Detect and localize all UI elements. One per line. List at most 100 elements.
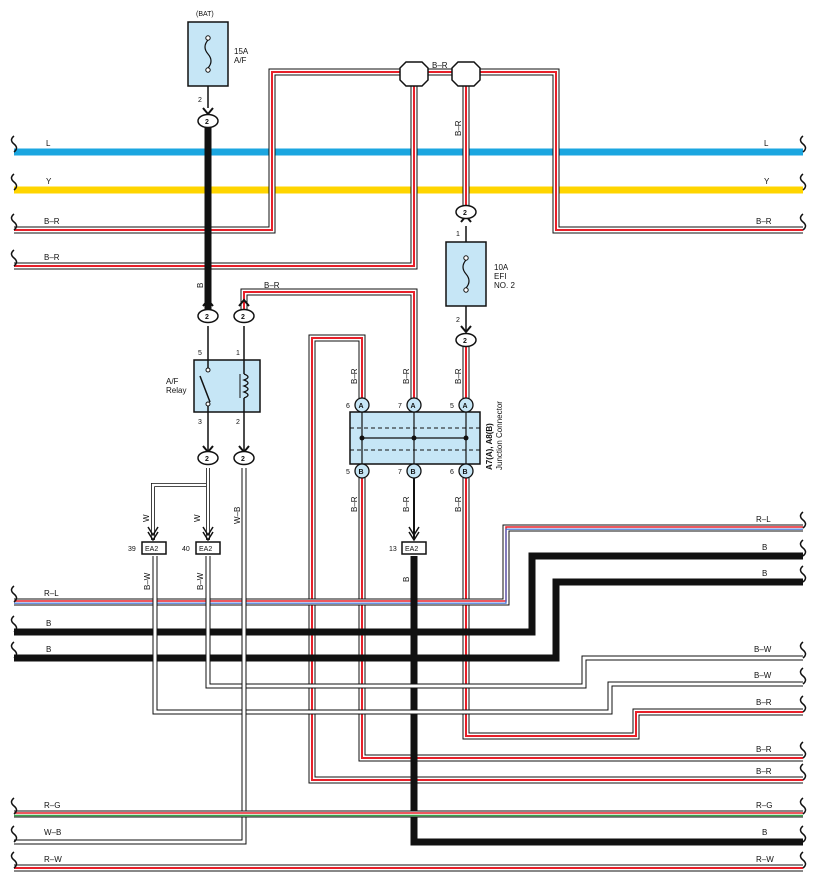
connector-oval-6: 2 bbox=[455, 204, 477, 223]
wire-br-relay bbox=[240, 288, 418, 400]
fuse-efi bbox=[445, 226, 487, 332]
label-left-y: Y bbox=[46, 177, 52, 186]
relay-name: A/F bbox=[166, 377, 179, 386]
af-relay bbox=[193, 326, 261, 452]
fuse-efi-name: EFI bbox=[494, 272, 506, 281]
fuse-af-name: A/F bbox=[234, 56, 247, 65]
fuse-efi-name2: NO. 2 bbox=[494, 281, 515, 290]
svg-text:2: 2 bbox=[241, 314, 245, 321]
label-br-jc2: B–R bbox=[402, 368, 411, 384]
wire-b-ea2 bbox=[410, 556, 803, 846]
connector-oval-7: 2 bbox=[455, 325, 477, 348]
ea2-pin-39: 39 bbox=[128, 546, 136, 553]
label-b-ea: B bbox=[402, 577, 411, 582]
connector-oval-5: 2 bbox=[233, 445, 255, 466]
label-w2: W bbox=[193, 514, 202, 522]
label-right-bw1: B–W bbox=[754, 645, 772, 654]
svg-text:A: A bbox=[359, 403, 364, 410]
wire-br-2 bbox=[14, 72, 418, 270]
wire-bw-2 bbox=[205, 556, 803, 689]
label-br-jc6: B–R bbox=[454, 496, 463, 512]
jc-bottom-pin-7: 7 bbox=[398, 469, 402, 476]
relay-pin5: 5 bbox=[198, 350, 202, 357]
wire-wb bbox=[14, 468, 247, 845]
label-right-rw: R–W bbox=[756, 855, 774, 864]
label-bw2: B–W bbox=[196, 572, 205, 590]
ea2-pin-40: 40 bbox=[182, 546, 190, 553]
svg-text:2: 2 bbox=[241, 456, 245, 463]
jc-bottom-pin-6: 6 bbox=[450, 469, 454, 476]
svg-text:2: 2 bbox=[463, 338, 467, 345]
fuse-af-pin: 2 bbox=[198, 97, 202, 104]
label-br-vert: B–R bbox=[454, 120, 463, 136]
label-left-rw: R–W bbox=[44, 855, 62, 864]
connector-oval-1: 2 bbox=[197, 107, 219, 129]
connector-oval-3: 2 bbox=[233, 298, 255, 324]
relay-pin1: 1 bbox=[236, 350, 240, 357]
label-right-rg: R–G bbox=[756, 801, 772, 810]
relay-pin2: 2 bbox=[236, 419, 240, 426]
label-right-bw2: B–W bbox=[754, 671, 772, 680]
label-left-l: L bbox=[46, 139, 51, 148]
wire-b-2 bbox=[14, 578, 803, 662]
svg-text:2: 2 bbox=[205, 456, 209, 463]
connector-oval-4: 2 bbox=[197, 445, 219, 466]
junction-name: A7(A), A8(B) bbox=[485, 423, 494, 470]
svg-text:B: B bbox=[411, 469, 416, 476]
svg-text:EA2: EA2 bbox=[145, 546, 158, 553]
svg-text:2: 2 bbox=[205, 119, 209, 126]
svg-text:A: A bbox=[411, 403, 416, 410]
label-br-jc1: B–R bbox=[350, 368, 359, 384]
jc-top-pin-6: 6 bbox=[346, 403, 350, 410]
ea2-connector-39: EA2 bbox=[141, 526, 167, 555]
label-br-top: B–R bbox=[432, 61, 448, 70]
label-br-relay: B–R bbox=[264, 281, 280, 290]
label-right-l: L bbox=[764, 139, 769, 148]
label-br-jc4: B–R bbox=[350, 496, 359, 512]
wire-br-b6 bbox=[462, 476, 803, 740]
svg-text:A: A bbox=[463, 403, 468, 410]
label-right-b2: B bbox=[762, 569, 767, 578]
label-left-br2: B–R bbox=[44, 253, 60, 262]
label-br-jc5: B–R bbox=[402, 496, 411, 512]
label-b-vert: B bbox=[196, 283, 205, 288]
ea2-connector-40: EA2 bbox=[195, 526, 221, 555]
fuse-efi-pin-bottom: 2 bbox=[456, 317, 460, 324]
label-right-b1: B bbox=[762, 543, 767, 552]
wire-w bbox=[151, 468, 210, 540]
label-left-rg: R–G bbox=[44, 801, 60, 810]
label-left-b2: B bbox=[46, 645, 51, 654]
junction-name2: Junction Connector bbox=[495, 401, 504, 470]
fuse-af bbox=[187, 21, 229, 108]
relay-pin3: 3 bbox=[198, 419, 202, 426]
fuse-efi-rating: 10A bbox=[494, 263, 509, 272]
svg-text:B: B bbox=[463, 469, 468, 476]
label-right-br4: B–R bbox=[756, 767, 772, 776]
label-right-br3: B–R bbox=[756, 745, 772, 754]
splice-point-2 bbox=[451, 61, 481, 87]
label-left-b1: B bbox=[46, 619, 51, 628]
label-left-wb: W–B bbox=[44, 828, 61, 837]
label-bw1: B–W bbox=[143, 572, 152, 590]
svg-text:2: 2 bbox=[205, 314, 209, 321]
label-right-b3: B bbox=[762, 828, 767, 837]
label-right-br2: B–R bbox=[756, 698, 772, 707]
ea2-connector-13: EA2 bbox=[401, 526, 427, 555]
ea2-pin-13: 13 bbox=[389, 546, 397, 553]
label-left-br1: B–R bbox=[44, 217, 60, 226]
wire-b-1 bbox=[14, 552, 803, 636]
bat-label: (BAT) bbox=[196, 11, 214, 18]
svg-text:2: 2 bbox=[463, 210, 467, 217]
connector-oval-2: 2 bbox=[197, 298, 219, 324]
relay-name2: Relay bbox=[166, 386, 186, 395]
label-wb: W–B bbox=[233, 507, 242, 524]
wire-br-b5 bbox=[358, 476, 803, 762]
wire-bw-1 bbox=[152, 556, 803, 715]
label-left-rl: R–L bbox=[44, 589, 59, 598]
jc-top-pin-5: 5 bbox=[450, 403, 454, 410]
wire-breaks-left bbox=[10, 135, 18, 869]
junction-connector bbox=[349, 397, 481, 479]
label-right-rl: R–L bbox=[756, 515, 771, 524]
